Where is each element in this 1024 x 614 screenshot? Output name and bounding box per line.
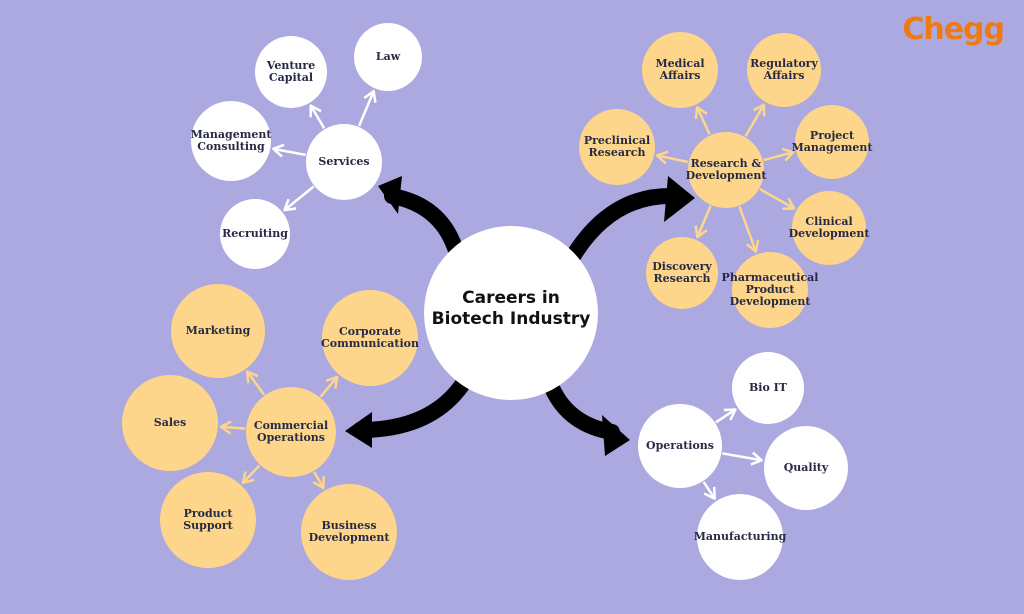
arrow-to-preclinical-research-head (655, 150, 669, 165)
arrow-to-quality-head (750, 451, 763, 466)
node-management-consulting: Management Consulting (191, 101, 271, 181)
arrow-to-pharmaceutical-product-development-head (746, 239, 760, 253)
arrow-to-discovery-research (696, 205, 712, 238)
arrow-to-clinical-development (759, 188, 795, 210)
node-project-management: Project Management (792, 105, 872, 179)
arrow-to-law (357, 90, 375, 127)
chegg-logo: Chegg (902, 12, 1005, 47)
arrow-to-product-support (242, 464, 261, 484)
arrow-to-bio-it (715, 408, 737, 424)
arrow-to-recruiting-head (283, 198, 297, 212)
arrow-to-clinical-development-head (782, 197, 796, 210)
arrow-to-medical-affairs (695, 106, 711, 136)
hub-research-development: Research & Development (686, 132, 766, 208)
big-arrow-research-development (564, 187, 680, 266)
node-bio-it: Bio IT (732, 352, 804, 424)
arrow-to-venture-capital (309, 104, 326, 130)
arrow-to-sales-head (219, 420, 232, 435)
arrow-to-management-consulting-head (272, 143, 285, 158)
arrow-to-discovery-research-head (694, 225, 708, 239)
node-preclinical-research: Preclinical Research (579, 109, 655, 185)
hub-services: Services (306, 124, 382, 200)
arrow-to-recruiting (283, 185, 315, 212)
arrow-to-regulatory-affairs-head (753, 103, 766, 117)
arrow-to-pharmaceutical-product-development (738, 206, 758, 252)
hub-commercial-operations: Commercial Operations (246, 387, 336, 477)
arrow-to-law-head (363, 89, 377, 103)
node-sales: Sales (122, 375, 218, 471)
arrow-to-business-development-head (312, 476, 325, 490)
arrow-to-manufacturing (702, 481, 716, 500)
node-medical-affairs: Medical Affairs (642, 32, 718, 108)
arrow-to-corporate-communication (319, 376, 339, 398)
arrow-to-preclinical-research (656, 154, 689, 164)
big-arrowhead-operations (602, 415, 630, 456)
big-arrowhead-research-development (664, 176, 695, 222)
node-pharmaceutical-product-development: Pharmaceutical Product Development (722, 252, 818, 328)
arrow-to-marketing-head (246, 370, 259, 384)
node-law: Law (354, 23, 422, 91)
arrow-to-bio-it-head (723, 408, 737, 421)
center-node: Careers in Biotech Industry (424, 226, 598, 400)
hub-operations: Operations (638, 404, 722, 488)
big-arrowhead-commercial-operations (345, 412, 372, 448)
arrow-to-sales (220, 425, 246, 430)
big-arrow-commercial-operations (352, 377, 470, 438)
arrow-to-business-development (312, 471, 325, 489)
node-clinical-development: Clinical Development (789, 191, 869, 265)
arrow-to-product-support-head (241, 471, 255, 485)
node-venture-capital: Venture Capital (255, 36, 327, 108)
arrow-to-corporate-communication-head (325, 375, 339, 389)
big-arrowhead-services (378, 176, 402, 214)
arrow-to-venture-capital-head (309, 104, 322, 118)
node-product-support: Product Support (160, 472, 256, 568)
arrow-to-management-consulting (273, 147, 306, 157)
node-discovery-research: Discovery Research (646, 237, 718, 309)
node-business-development: Business Development (301, 484, 397, 580)
arrow-to-medical-affairs-head (694, 105, 708, 119)
node-manufacturing: Manufacturing (694, 494, 786, 580)
arrow-to-marketing (246, 370, 266, 396)
node-recruiting: Recruiting (220, 199, 290, 269)
arrow-to-manufacturing-head (703, 486, 716, 500)
node-regulatory-affairs: Regulatory Affairs (747, 33, 821, 107)
arrow-to-project-management (763, 151, 794, 162)
node-marketing: Marketing (171, 284, 265, 378)
arrow-to-quality (722, 452, 762, 462)
node-quality: Quality (764, 426, 848, 510)
big-arrow-services (384, 188, 463, 256)
node-corporate-communication: Corporate Communication (321, 290, 419, 386)
arrow-to-regulatory-affairs (744, 103, 766, 137)
arrow-to-project-management-head (781, 147, 795, 162)
